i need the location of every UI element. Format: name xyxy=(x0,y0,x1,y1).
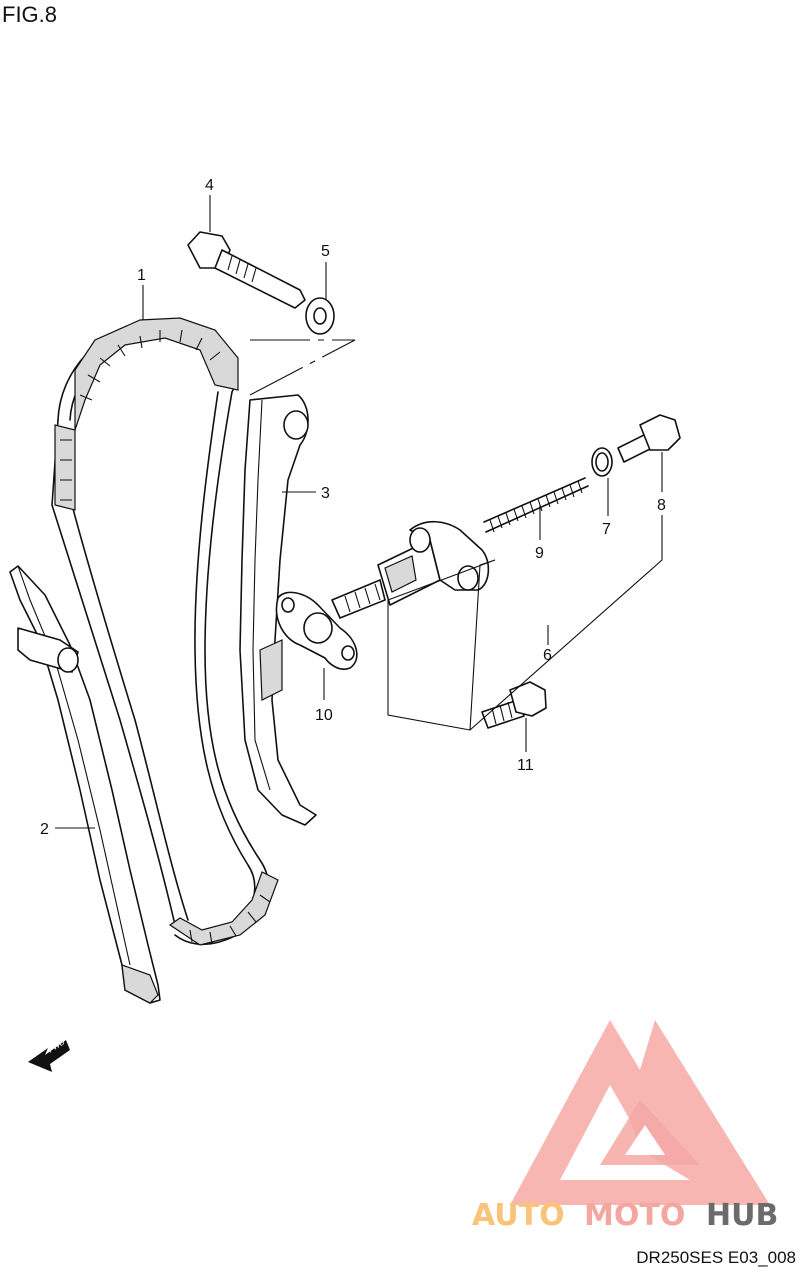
watermark-logo xyxy=(510,1020,770,1205)
part-1-cam-chain xyxy=(51,317,279,946)
callout-10: 10 xyxy=(315,707,333,724)
callout-1: 1 xyxy=(137,267,146,284)
figure-code: DR250SES E03_008 xyxy=(636,1248,796,1267)
callout-11: 11 xyxy=(517,757,534,774)
watermark-text-moto: MOTO xyxy=(584,1198,685,1233)
callout-3: 3 xyxy=(321,485,330,502)
fwd-arrow-icon: FWD xyxy=(28,1037,70,1072)
watermark-text: AUTO MOTO HUB xyxy=(472,1198,778,1233)
part-10-gasket xyxy=(275,591,358,670)
watermark-text-hub: HUB xyxy=(706,1198,778,1233)
callout-7: 7 xyxy=(602,521,611,538)
part-2-chain-guide xyxy=(9,565,161,1004)
part-6-tensioner-assembly xyxy=(331,520,496,731)
watermark-text-auto: AUTO xyxy=(472,1198,565,1233)
callout-9: 9 xyxy=(535,545,544,562)
part-11-bolt xyxy=(481,681,547,729)
part-7-o-ring xyxy=(591,447,613,477)
part-4-bolt xyxy=(187,231,306,309)
callout-4: 4 xyxy=(205,177,214,194)
callout-5: 5 xyxy=(321,243,330,260)
callout-6: 6 xyxy=(543,647,552,664)
callout-labels: 1 2 3 4 5 6 7 8 9 10 11 xyxy=(40,177,666,838)
part-8-cap-bolt xyxy=(617,414,681,463)
callout-8: 8 xyxy=(657,497,666,514)
leader-lines xyxy=(55,195,663,829)
part-9-spring xyxy=(483,477,589,533)
chain-links-top xyxy=(54,317,239,511)
chain-links-bottom xyxy=(168,871,279,946)
part-5-washer xyxy=(305,297,335,335)
figure-title: FIG.8 xyxy=(2,2,58,27)
part-3-tensioner-guide xyxy=(239,339,356,826)
callout-2: 2 xyxy=(40,821,49,838)
